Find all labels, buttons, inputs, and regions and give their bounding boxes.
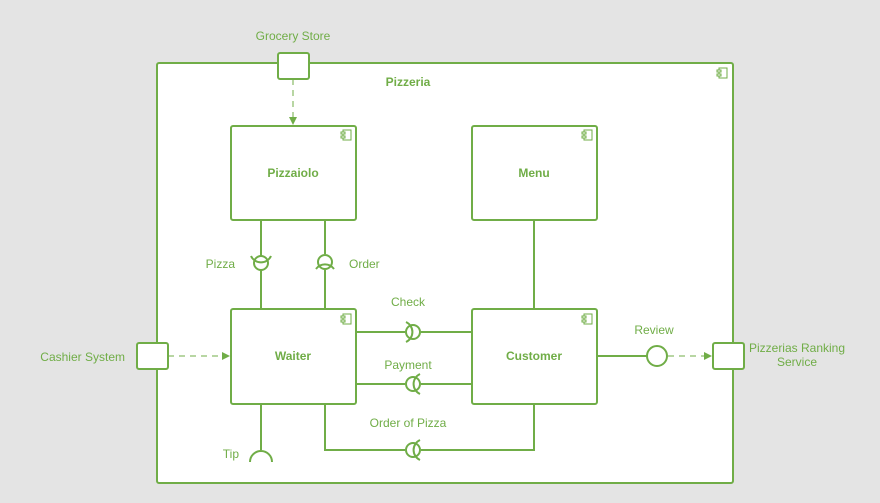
ranking-service-label-2: Service (777, 355, 817, 369)
lollipop-icon (646, 345, 668, 367)
pizzeria-title: Pizzeria (386, 75, 431, 89)
grocery-store-label: Grocery Store (256, 29, 331, 43)
socket-icon (405, 321, 414, 343)
component-waiter[interactable]: Waiter (230, 308, 357, 405)
ranking-service-label-1: Pizzerias Ranking (749, 341, 845, 355)
order-of-pizza-line-right (421, 404, 535, 451)
waiter-label: Waiter (275, 349, 312, 363)
check-interface[interactable] (405, 321, 421, 343)
grocery-store-port[interactable] (277, 52, 310, 80)
tip-interface[interactable] (249, 450, 273, 463)
pizza-interface[interactable] (250, 255, 272, 271)
ports (136, 52, 745, 370)
order-of-pizza-label: Order of Pizza (370, 416, 447, 430)
socket-icon (412, 439, 421, 461)
payment-interface[interactable] (405, 373, 421, 395)
socket-icon (315, 263, 335, 270)
order-label: Order (349, 257, 380, 271)
review-label: Review (634, 323, 674, 337)
component-menu[interactable]: Menu (471, 125, 598, 221)
pizzaiolo-label: Pizzaiolo (267, 166, 318, 180)
dependencies (168, 79, 712, 360)
labels: Grocery Store Cashier System Pizzerias R… (40, 29, 845, 461)
order-of-pizza-interface[interactable] (405, 439, 421, 461)
pizza-label: Pizza (206, 257, 236, 271)
component-customer[interactable]: Customer (471, 308, 598, 405)
ranking-service-port[interactable] (712, 342, 745, 370)
cashier-system-label: Cashier System (40, 350, 125, 364)
review-interface[interactable] (646, 345, 668, 367)
check-label: Check (391, 295, 426, 309)
connectors (260, 220, 647, 451)
lollipop-icon (317, 254, 333, 270)
tip-label: Tip (223, 447, 240, 461)
cashier-system-port[interactable] (136, 342, 169, 370)
customer-label: Customer (506, 349, 562, 363)
interfaces (249, 254, 668, 463)
socket-icon (250, 255, 272, 264)
order-interface[interactable] (315, 254, 335, 270)
menu-label: Menu (518, 166, 549, 180)
payment-label: Payment (384, 358, 432, 372)
component-pizzaiolo[interactable]: Pizzaiolo (230, 125, 357, 221)
order-of-pizza-line-left (324, 404, 405, 451)
socket-icon (412, 373, 421, 395)
socket-icon (249, 450, 273, 463)
